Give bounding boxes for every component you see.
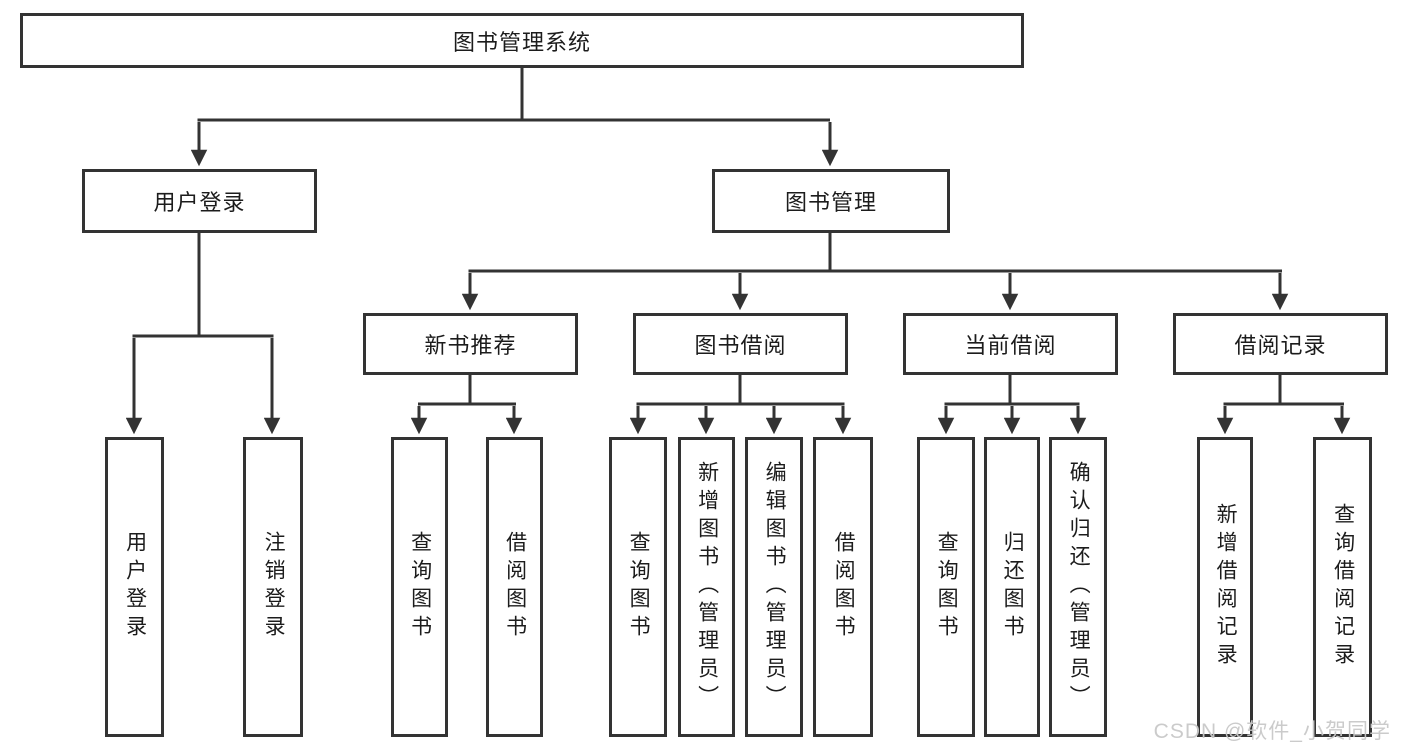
leaf-label: 查询图书 — [627, 531, 651, 643]
leaf-label: 查询图书 — [935, 531, 959, 643]
leaf-label: 借阅图书 — [503, 531, 527, 643]
leaf-label: 借阅图书 — [832, 531, 856, 643]
node-book-borrow: 图书借阅 — [633, 313, 848, 375]
csdn-watermark: CSDN @软件_小贺同学 — [1153, 720, 1391, 743]
leaf-add-borrow-record: 新增借阅记录 — [1197, 437, 1253, 737]
leaf-borrow-books-recommend: 借阅图书 — [486, 437, 543, 737]
leaf-query-books-current: 查询图书 — [917, 437, 975, 737]
leaf-label: 编辑图书（管理员） — [763, 461, 787, 713]
leaf-add-books-admin: 新增图书（管理员） — [678, 437, 735, 737]
node-new-book-recommend: 新书推荐 — [363, 313, 578, 375]
leaf-borrow-books: 借阅图书 — [813, 437, 873, 737]
node-current-borrow: 当前借阅 — [903, 313, 1118, 375]
leaf-label: 新增借阅记录 — [1214, 503, 1238, 671]
leaf-label: 查询借阅记录 — [1331, 503, 1355, 671]
leaf-edit-books-admin: 编辑图书（管理员） — [745, 437, 803, 737]
leaf-label: 查询图书 — [408, 531, 432, 643]
leaf-query-books-recommend: 查询图书 — [391, 437, 448, 737]
node-library-system: 图书管理系统 — [20, 13, 1024, 68]
leaf-label: 注销登录 — [262, 531, 286, 643]
leaf-return-books: 归还图书 — [984, 437, 1040, 737]
node-book-management: 图书管理 — [712, 169, 950, 233]
leaf-label: 确认归还（管理员） — [1067, 461, 1091, 713]
leaf-label: 用户登录 — [123, 531, 147, 643]
leaf-confirm-return-admin: 确认归还（管理员） — [1049, 437, 1107, 737]
leaf-query-borrow-record: 查询借阅记录 — [1313, 437, 1372, 737]
leaf-label: 归还图书 — [1001, 531, 1025, 643]
node-borrow-records: 借阅记录 — [1173, 313, 1388, 375]
leaf-logout: 注销登录 — [243, 437, 303, 737]
leaf-label: 新增图书（管理员） — [695, 461, 719, 713]
leaf-user-login: 用户登录 — [105, 437, 164, 737]
node-user-login: 用户登录 — [82, 169, 317, 233]
leaf-query-books-borrow: 查询图书 — [609, 437, 667, 737]
